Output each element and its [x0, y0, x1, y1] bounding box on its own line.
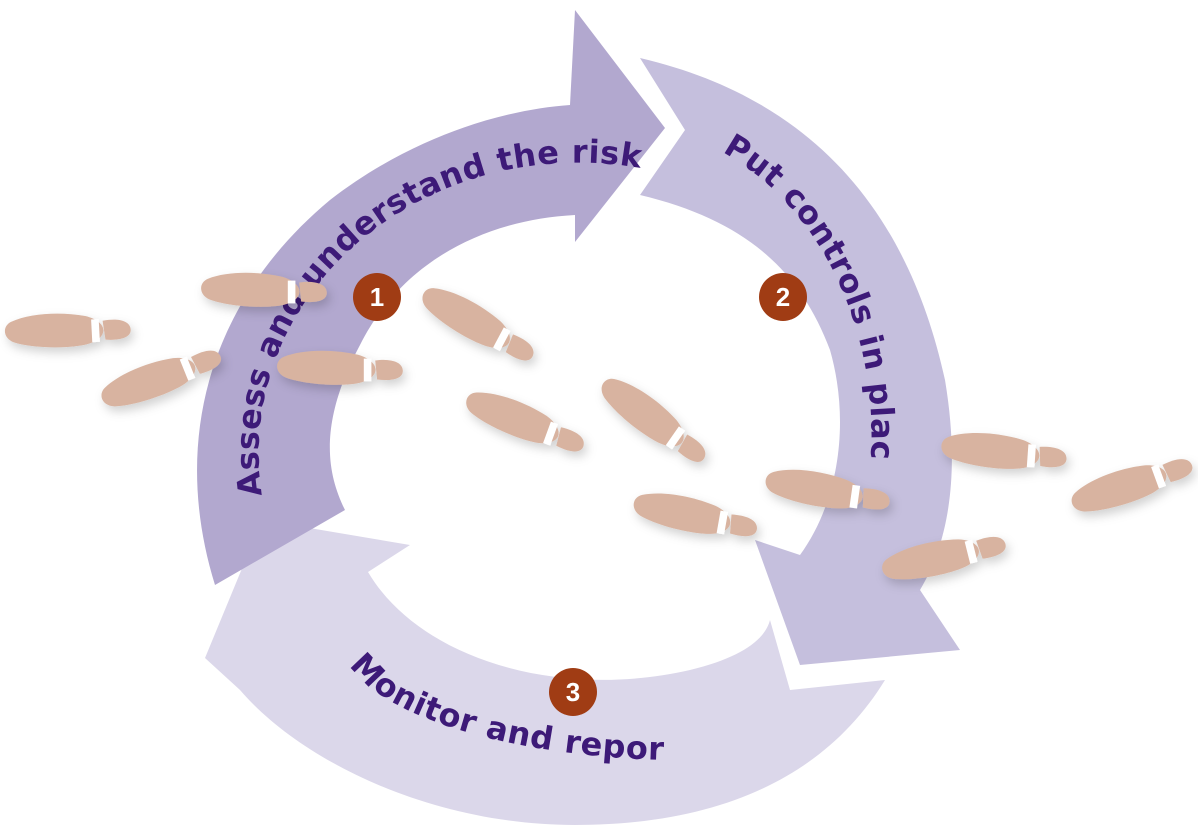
shoe-footprint-icon [592, 370, 716, 471]
shoe-footprint-icon [460, 384, 591, 460]
footprints [4, 272, 1197, 589]
step-1-badge: 1 [353, 273, 401, 321]
arrow-step-2 [640, 58, 960, 665]
shoe-footprint-icon [1066, 446, 1197, 522]
step-2-badge: 2 [759, 273, 807, 321]
arrow-step-3 [205, 520, 885, 825]
step-3-number: 3 [566, 677, 580, 707]
shoe-footprint-icon [277, 350, 403, 385]
shoe-footprint-icon [4, 309, 132, 351]
step-3-badge: 3 [549, 668, 597, 716]
shoe-footprint-icon [414, 279, 542, 369]
arrow-step-1 [197, 10, 665, 585]
shoe-footprint-icon [630, 487, 761, 544]
step-2-number: 2 [776, 282, 790, 312]
step-1-number: 1 [370, 282, 384, 312]
shoe-footprint-icon [940, 430, 1068, 474]
